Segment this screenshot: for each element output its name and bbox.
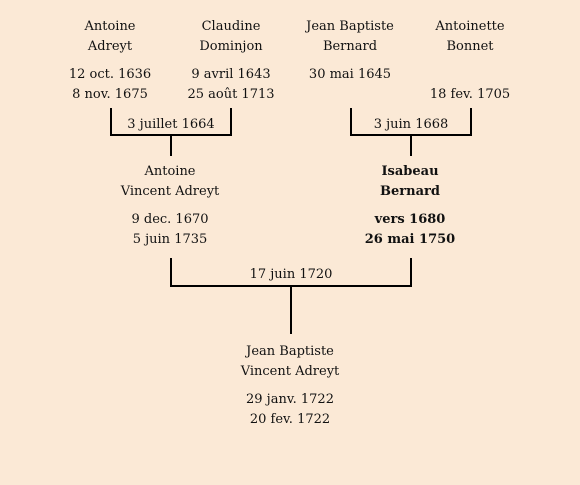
connector-line (410, 258, 412, 287)
person-jean-baptiste-bernard: Jean Baptiste Bernard 30 mai 1645 (280, 17, 420, 85)
connector-line (290, 285, 292, 334)
person-birth-date: 9 avril 1643 (191, 67, 271, 82)
marriage-date-right: 3 juin 1668 (373, 117, 449, 132)
person-isabeau-bernard: Isabeau Bernard vers 1680 26 mai 1750 (340, 162, 480, 250)
person-birth-date: 9 dec. 1670 (131, 212, 209, 227)
connector-line (170, 258, 172, 287)
marriage-date-parents: 17 juin 1720 (249, 267, 333, 282)
connector-line (110, 108, 112, 136)
person-birth-date: 29 janv. 1722 (246, 392, 334, 407)
connector-line (470, 108, 472, 136)
person-birth-date: 30 mai 1645 (308, 67, 392, 82)
marriage-date-left: 3 juillet 1664 (127, 117, 215, 132)
person-first-name: Jean Baptiste (306, 19, 394, 34)
person-death-date: 26 mai 1750 (364, 232, 456, 247)
connector-line (170, 134, 172, 156)
person-antoine-vincent-adreyt: Antoine Vincent Adreyt 9 dec. 1670 5 jui… (100, 162, 240, 250)
connector-line (230, 108, 232, 136)
person-first-name: Isabeau (381, 164, 439, 179)
person-death-date: 20 fev. 1722 (249, 412, 331, 427)
connector-line (350, 108, 352, 136)
person-death-date: 25 août 1713 (187, 87, 275, 102)
person-antoinette-bonnet: Antoinette Bonnet 18 fev. 1705 (400, 17, 540, 105)
person-last-name: Vincent Adreyt (240, 364, 340, 379)
person-jean-baptiste-vincent-adreyt: Jean Baptiste Vincent Adreyt 29 janv. 17… (220, 342, 360, 430)
person-last-name: Bonnet (446, 39, 494, 54)
person-death-date: 5 juin 1735 (132, 232, 208, 247)
person-first-name: Antoine (84, 19, 136, 34)
person-first-name: Claudine (201, 19, 261, 34)
person-last-name: Dominjon (199, 39, 263, 54)
connector-line (410, 134, 412, 156)
person-claudine-dominjon: Claudine Dominjon 9 avril 1643 25 août 1… (161, 17, 301, 105)
person-last-name: Bernard (380, 184, 440, 199)
person-death-date: 8 nov. 1675 (72, 87, 148, 102)
person-last-name: Vincent Adreyt (120, 184, 220, 199)
person-last-name: Bernard (322, 39, 378, 54)
person-first-name: Jean Baptiste (246, 344, 334, 359)
person-last-name: Adreyt (87, 39, 133, 54)
person-birth-date: 12 oct. 1636 (68, 67, 152, 82)
person-birth-date: vers 1680 (374, 212, 446, 227)
person-antoine-adreyt: Antoine Adreyt 12 oct. 1636 8 nov. 1675 (40, 17, 180, 105)
person-first-name: Antoinette (435, 19, 505, 34)
person-first-name: Antoine (144, 164, 196, 179)
person-death-date: 18 fev. 1705 (429, 87, 511, 102)
